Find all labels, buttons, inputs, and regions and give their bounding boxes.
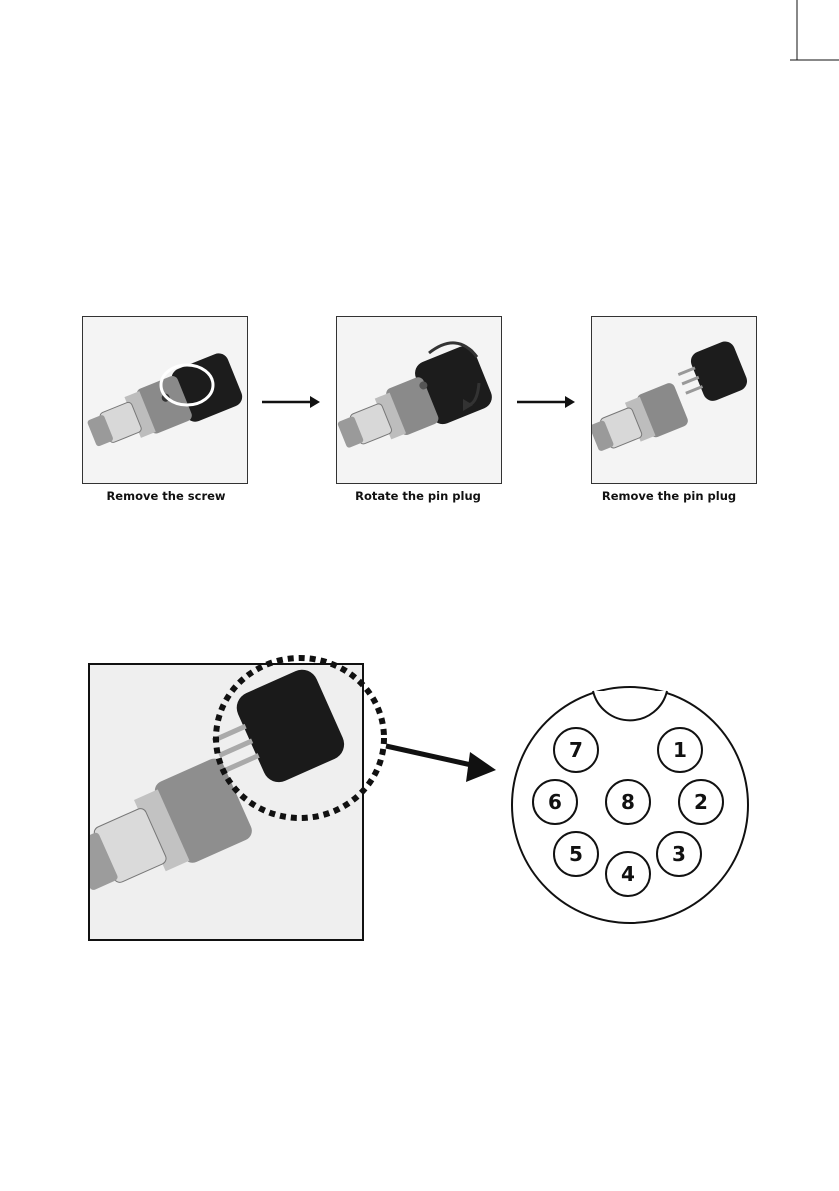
- svg-text:8: 8: [621, 790, 635, 814]
- svg-text:2: 2: [694, 790, 708, 814]
- arrow-right-icon: [260, 392, 322, 412]
- step-caption-3: Remove the pin plug: [569, 489, 769, 503]
- pin-8: 8: [606, 780, 650, 824]
- pin-7: 7: [554, 728, 598, 772]
- pin-6: 6: [533, 780, 577, 824]
- step-photo-rotate-pin-plug: [336, 316, 502, 484]
- svg-text:3: 3: [672, 842, 686, 866]
- svg-text:5: 5: [569, 842, 583, 866]
- step-caption-1: Remove the screw: [66, 489, 266, 503]
- svg-text:6: 6: [548, 790, 562, 814]
- svg-text:1: 1: [673, 738, 687, 762]
- pin-1: 1: [658, 728, 702, 772]
- connector-zoom-photo: [88, 663, 364, 941]
- pin-3: 3: [657, 832, 701, 876]
- step-photo-remove-pin-plug: [591, 316, 757, 484]
- svg-text:7: 7: [569, 738, 583, 762]
- step-caption-2: Rotate the pin plug: [318, 489, 518, 503]
- pin-2: 2: [679, 780, 723, 824]
- page-corner-marks: [0, 0, 839, 80]
- pin-layout-diagram: 1 2 3 4 5 6 7 8: [505, 680, 755, 930]
- step-photo-remove-screw: [82, 316, 248, 484]
- pin-5: 5: [554, 832, 598, 876]
- arrow-right-icon: [515, 392, 577, 412]
- svg-text:4: 4: [621, 862, 635, 886]
- pin-4: 4: [606, 852, 650, 896]
